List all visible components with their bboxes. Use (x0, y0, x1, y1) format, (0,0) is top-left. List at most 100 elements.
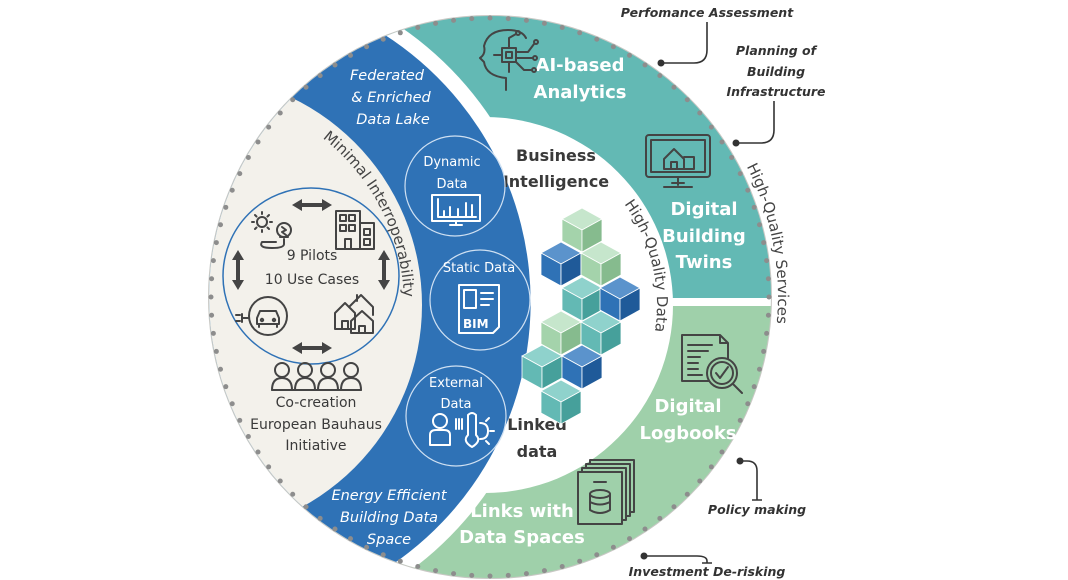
ring-dot (610, 44, 616, 50)
ring-dot (737, 417, 743, 423)
ring-dot (451, 17, 457, 23)
cube (540, 379, 582, 425)
ring-dot (380, 552, 386, 558)
ring-dot (671, 504, 677, 510)
ring-dot (684, 491, 690, 497)
energy-data-space-label-1: Energy Efficient (331, 488, 447, 504)
ring-dot (433, 20, 439, 26)
brain-chip-icon (479, 29, 539, 91)
bim-document-icon: BIM (458, 284, 500, 334)
cube (521, 344, 563, 390)
ring-dot (277, 110, 283, 116)
callout-planning-line3: Infrastructure (727, 84, 826, 99)
ring-dot (523, 571, 529, 577)
ring-dot (729, 155, 735, 160)
digital-logbooks-label-1: Digital (654, 396, 721, 417)
ring-dot (594, 36, 600, 42)
ring-dot (627, 52, 632, 58)
ring-dot (469, 16, 475, 22)
ring-dot (451, 571, 457, 577)
ring-dot (487, 573, 493, 579)
ring-dot (505, 572, 511, 578)
callout-performance: Perfomance Assessment (621, 5, 794, 67)
links-data-spaces-label-2: Data Spaces (459, 527, 585, 548)
ring-dot (697, 110, 703, 116)
data-lake-label-2: & Enriched (351, 90, 431, 106)
ring-dot (397, 30, 403, 36)
database-stack-icon (577, 459, 635, 525)
callout-investment: Investment De-risking (629, 552, 786, 579)
ring-dot (364, 44, 370, 50)
ring-dot (364, 544, 370, 550)
ring-dot (708, 464, 714, 470)
ring-dot (719, 449, 725, 455)
chart-monitor-icon (431, 194, 481, 226)
ring-dot (657, 73, 663, 79)
ring-dot (697, 478, 703, 484)
cocreation-label: Co-creation (276, 395, 357, 411)
digital-twins-label-2: Building (662, 226, 746, 247)
links-data-spaces-label-1: Links with (470, 501, 574, 522)
ring-dot (745, 187, 751, 193)
ring-dot (415, 25, 421, 31)
cube-stack-icon (521, 207, 641, 425)
ring-dot (523, 17, 529, 23)
ring-dot (209, 312, 215, 318)
ring-dot (229, 187, 235, 193)
ring-dot (765, 276, 771, 282)
business-intelligence-label-2: Intelligence (503, 172, 609, 191)
callout-policy-label: Policy making (708, 502, 806, 517)
ring-dot (745, 401, 751, 407)
ring-dot (764, 330, 770, 336)
linked-data-label-2: data (517, 442, 558, 461)
ring-dot (218, 222, 224, 228)
monitor-house-icon (645, 134, 711, 188)
ring-dot (505, 16, 511, 22)
ring-dot (223, 204, 229, 210)
callout-investment-label: Investment De-risking (629, 564, 786, 579)
building-icon (335, 210, 375, 250)
digital-twins-label-1: Digital (670, 199, 737, 220)
ring-dot (397, 558, 403, 564)
ring-dot (671, 84, 677, 90)
ring-dot (594, 552, 600, 558)
dynamic-data-label-2: Data (436, 177, 467, 192)
ring-dot (332, 526, 338, 532)
linked-data-label-1: Linked (507, 415, 567, 434)
houses-icon (334, 294, 374, 334)
external-data-label-1: External (429, 376, 483, 391)
callout-performance-label: Perfomance Assessment (621, 5, 794, 20)
digital-logbooks-label-2: Logbooks (639, 423, 736, 444)
cube (580, 241, 622, 287)
dynamic-data-node: Dynamic Data (404, 135, 506, 237)
callout-planning: Planning of Building Infrastructure (727, 43, 826, 147)
data-lake-label-3: Data Lake (356, 112, 430, 128)
ring-dot (751, 204, 757, 210)
data-lake-label-1: Federated (350, 68, 425, 84)
people-icon (271, 362, 362, 391)
static-data-label: Static Data (443, 261, 515, 276)
ring-dot (290, 491, 296, 497)
document-magnifier-icon (681, 334, 743, 394)
business-intelligence-label-1: Business (516, 146, 596, 165)
ring-dot (237, 171, 243, 177)
ring-dot (642, 62, 648, 68)
ring-dot (209, 276, 215, 282)
ring-dot (577, 558, 583, 564)
callout-planning-line2: Building (747, 64, 805, 79)
external-data-label-2: Data (440, 397, 471, 412)
ring-dot (266, 124, 272, 130)
person-thermometer-icon (429, 412, 495, 448)
bauhaus-label-2: Initiative (285, 438, 346, 454)
cube (540, 310, 582, 356)
ring-dot (218, 366, 224, 372)
ring-dot (229, 401, 235, 407)
ring-dot (737, 171, 743, 177)
sun-bulb-icon (251, 211, 292, 249)
ring-dot (208, 294, 214, 300)
pilots-count-label: 9 Pilots (287, 248, 338, 264)
double-arrow-icon (232, 199, 390, 354)
ring-dot (303, 84, 309, 90)
ring-dot (469, 572, 475, 578)
